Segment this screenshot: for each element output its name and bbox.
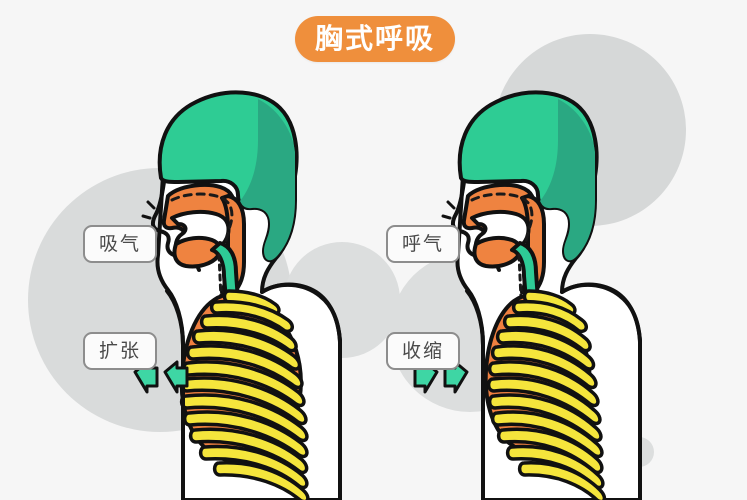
rib (191, 328, 302, 371)
rib (511, 299, 588, 334)
page-title: 胸式呼吸 (314, 23, 435, 54)
rib (487, 360, 600, 408)
left-throat (220, 194, 246, 294)
rib (495, 328, 596, 371)
left-trachea-rings (217, 253, 223, 300)
right-hair-shadow (540, 99, 595, 261)
label-expand: 扩张 (83, 332, 157, 370)
rib (209, 299, 294, 334)
rib (182, 410, 309, 459)
label-expand-text: 扩张 (98, 340, 141, 362)
label-contract: 收缩 (386, 332, 460, 370)
label-inhale: 吸气 (83, 225, 157, 263)
rib (517, 461, 607, 500)
left-ribcage (179, 289, 310, 500)
rib (185, 344, 304, 390)
left-side-line (165, 289, 185, 500)
rib (490, 344, 598, 390)
label-exhale: 呼气 (386, 225, 460, 263)
right-shoulder-line (560, 282, 642, 500)
right-trachea-rings (517, 253, 523, 300)
rib (199, 313, 298, 353)
rib (486, 376, 602, 426)
rib (212, 461, 310, 500)
label-contract-text: 收缩 (401, 340, 444, 362)
left-shoulder-line (260, 282, 342, 500)
label-exhale-text: 呼气 (401, 233, 444, 255)
right-ribcage (486, 289, 607, 500)
right-throat (520, 194, 546, 294)
left-hair-shadow (240, 99, 295, 261)
page-title-badge: 胸式呼吸 (295, 16, 455, 62)
label-inhale-text: 吸气 (98, 233, 141, 255)
right-side-line (465, 289, 485, 500)
